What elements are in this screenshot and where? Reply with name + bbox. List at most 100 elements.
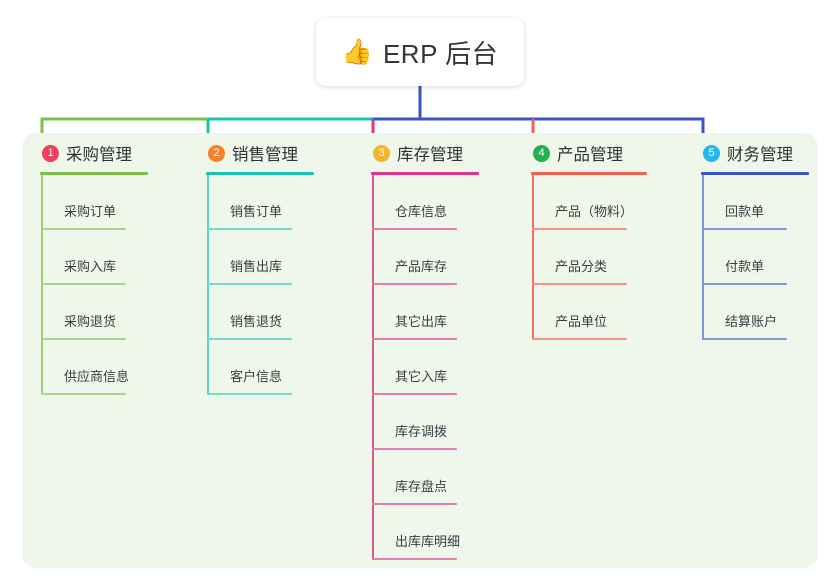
branch-header-4[interactable]: 4 产品管理 [531,140,647,166]
branch-item-underline [41,283,126,285]
branch-column-1: 1 采购管理采购订单采购入库采购退货供应商信息 [40,140,148,395]
branch-item-label: 付款单 [725,259,765,274]
branch-item-label: 库存盘点 [395,479,448,494]
branch-column-2: 2 销售管理销售订单销售出库销售退货客户信息 [206,140,314,395]
branch-item-label: 供应商信息 [64,369,130,384]
branch-item[interactable]: 库存盘点 [371,450,479,505]
branch-children: 销售订单销售出库销售退货客户信息 [206,175,314,395]
branch-item[interactable]: 仓库信息 [371,175,479,230]
branch-item[interactable]: 结算账户 [701,285,809,340]
branch-item[interactable]: 回款单 [701,175,809,230]
branch-underline [531,172,647,175]
branch-item-underline [41,338,126,340]
branch-item[interactable]: 其它出库 [371,285,479,340]
branch-item[interactable]: 采购入库 [40,230,148,285]
branch-item[interactable]: 供应商信息 [40,340,148,395]
branch-item[interactable]: 产品库存 [371,230,479,285]
branch-children: 仓库信息产品库存其它出库其它入库库存调拨库存盘点出库库明细 [371,175,479,560]
branch-item-label: 销售订单 [230,204,283,219]
branch-item-label: 其它出库 [395,314,448,329]
branch-item-underline [532,283,627,285]
branch-item-underline [702,228,787,230]
branch-spine [532,175,534,340]
branch-children: 回款单付款单结算账户 [701,175,809,340]
branch-item-underline [372,283,457,285]
branch-item[interactable]: 出库库明细 [371,505,479,560]
branch-item-label: 产品（物料） [555,204,634,219]
branch-title: 财务管理 [727,146,793,164]
branch-item-label: 库存调拨 [395,424,448,439]
branch-spine [702,175,704,340]
branch-item[interactable]: 采购订单 [40,175,148,230]
branch-item-label: 结算账户 [725,314,778,329]
branch-children: 产品（物料） 产品分类产品单位 [531,175,647,340]
branch-underline [206,172,314,175]
branch-underline [371,172,479,175]
branch-item-underline [532,228,627,230]
branch-title: 产品管理 [557,146,623,164]
branch-item[interactable]: 产品分类 [531,230,647,285]
branch-number-badge: 1 [42,144,59,162]
branch-item-underline [207,283,292,285]
root-node-card[interactable]: 👍 ERP 后台 [316,18,524,86]
thumbs-up-icon: 👍 [341,37,373,66]
branch-number-badge: 2 [208,144,225,162]
branch-item[interactable]: 销售退货 [206,285,314,340]
branch-item-underline [207,393,292,395]
branch-spine [41,175,43,395]
branch-item-label: 采购退货 [64,314,117,329]
branch-column-5: 5 财务管理回款单付款单结算账户 [701,140,809,340]
branch-underline [701,172,809,175]
branch-item-label: 仓库信息 [395,204,448,219]
branch-item-underline [372,448,457,450]
branch-item-label: 产品分类 [555,259,608,274]
branch-item[interactable]: 产品（物料） [531,175,647,230]
branch-title: 库存管理 [397,146,463,164]
branch-header-5[interactable]: 5 财务管理 [701,140,809,166]
branch-item[interactable]: 其它入库 [371,340,479,395]
branch-item-label: 销售出库 [230,259,283,274]
branch-title: 采购管理 [66,146,132,164]
branch-item-underline [372,558,457,560]
branch-spine [207,175,209,395]
branch-item-label: 产品单位 [555,314,608,329]
branch-item-underline [532,338,627,340]
branch-item[interactable]: 客户信息 [206,340,314,395]
branch-item-underline [372,393,457,395]
branch-item-label: 采购入库 [64,259,117,274]
branch-item-underline [702,338,787,340]
branch-item-underline [41,393,126,395]
branch-number-badge: 5 [703,144,720,162]
branch-number-badge: 4 [533,144,550,162]
branch-item[interactable]: 产品单位 [531,285,647,340]
branch-item[interactable]: 销售订单 [206,175,314,230]
branch-item-underline [372,338,457,340]
branch-item-underline [372,228,457,230]
branch-item-label: 出库库明细 [395,534,461,549]
branch-item[interactable]: 采购退货 [40,285,148,340]
branches-panel [22,133,818,568]
root-node-title: ERP 后台 [382,38,499,69]
branch-header-1[interactable]: 1 采购管理 [40,140,148,166]
branch-item-underline [207,338,292,340]
branch-item[interactable]: 库存调拨 [371,395,479,450]
branch-item-label: 采购订单 [64,204,117,219]
branch-children: 采购订单采购入库采购退货供应商信息 [40,175,148,395]
branch-header-2[interactable]: 2 销售管理 [206,140,314,166]
branch-spine [372,175,374,560]
branch-item[interactable]: 付款单 [701,230,809,285]
branch-title: 销售管理 [232,146,298,164]
branch-item-label: 其它入库 [395,369,448,384]
branch-item-label: 销售退货 [230,314,283,329]
branch-item-label: 产品库存 [395,259,448,274]
branch-item-label: 回款单 [725,204,765,219]
branch-item-label: 客户信息 [230,369,283,384]
branch-item-underline [372,503,457,505]
branch-column-4: 4 产品管理产品（物料） 产品分类产品单位 [531,140,647,340]
branch-underline [40,172,148,175]
branch-item-underline [702,283,787,285]
branch-item[interactable]: 销售出库 [206,230,314,285]
